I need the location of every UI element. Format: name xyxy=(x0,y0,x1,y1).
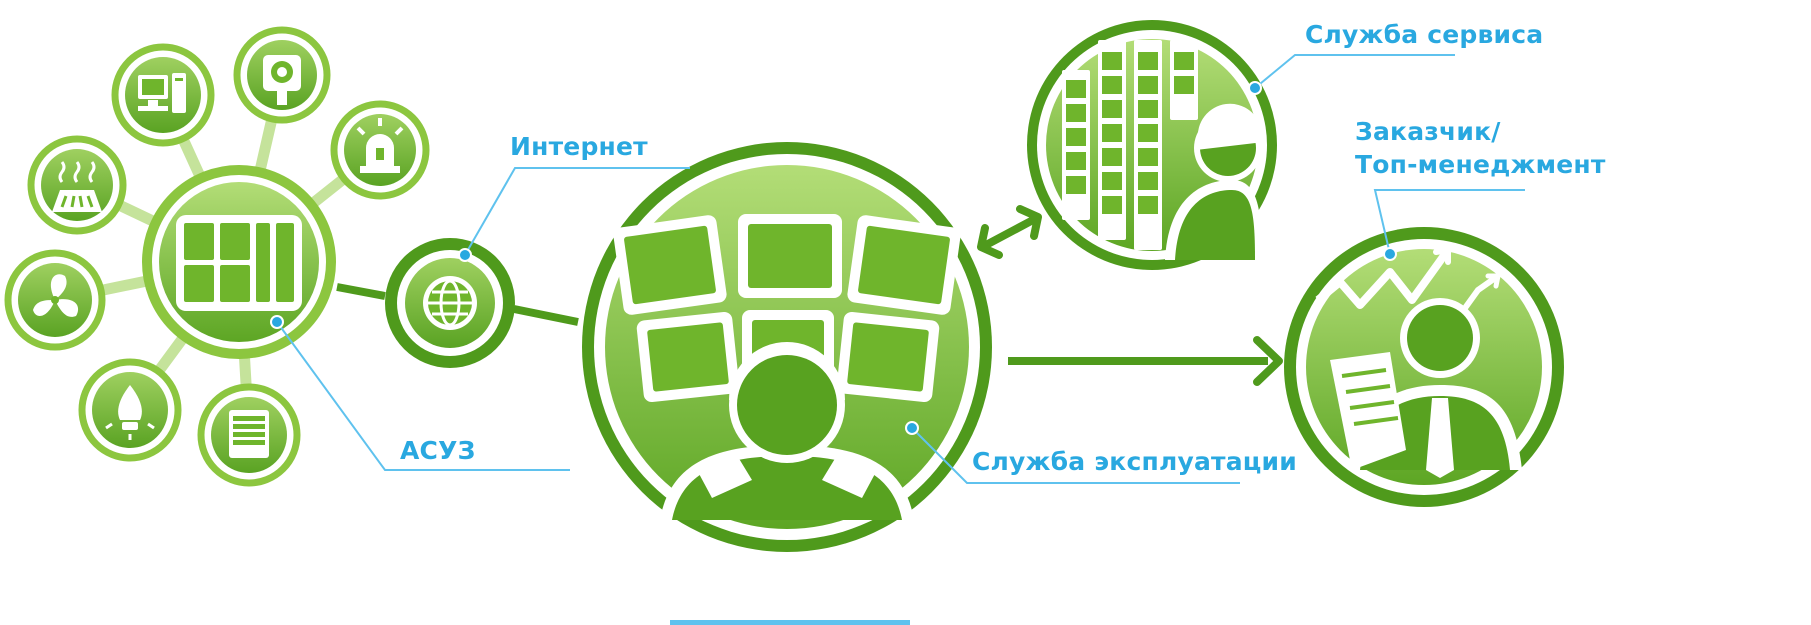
globe-icon xyxy=(385,238,515,368)
heating-icon xyxy=(27,135,127,235)
server-rack-icon xyxy=(142,165,336,359)
light-bulb-icon xyxy=(78,358,182,462)
camera-icon xyxy=(233,26,331,124)
label-customer-line1: Заказчик/ xyxy=(1355,117,1501,146)
bottom-callout-stub xyxy=(670,620,910,625)
internet-to-operations-link xyxy=(513,305,579,326)
hub-to-internet-link xyxy=(336,283,386,300)
operator-with-monitors-icon xyxy=(582,142,992,552)
callout-lines xyxy=(276,54,1525,484)
label-customer-line2: Топ-менеджмент xyxy=(1355,150,1606,179)
engineer-with-servers-icon xyxy=(1027,20,1277,270)
callout-dots xyxy=(270,81,1397,435)
label-service: Служба сервиса xyxy=(1305,20,1543,49)
label-asuz: АСУЗ xyxy=(400,436,476,465)
label-internet: Интернет xyxy=(510,132,648,161)
window-blinds-icon xyxy=(197,383,301,487)
manager-with-chart-icon xyxy=(1284,227,1564,507)
operations-service-double-arrow xyxy=(977,205,1042,259)
label-operations: Служба эксплуатации xyxy=(972,447,1297,476)
fan-icon xyxy=(4,249,106,351)
computer-icon xyxy=(111,43,215,147)
customer-arrow-head xyxy=(1253,336,1283,386)
alarm-siren-icon xyxy=(330,100,430,200)
